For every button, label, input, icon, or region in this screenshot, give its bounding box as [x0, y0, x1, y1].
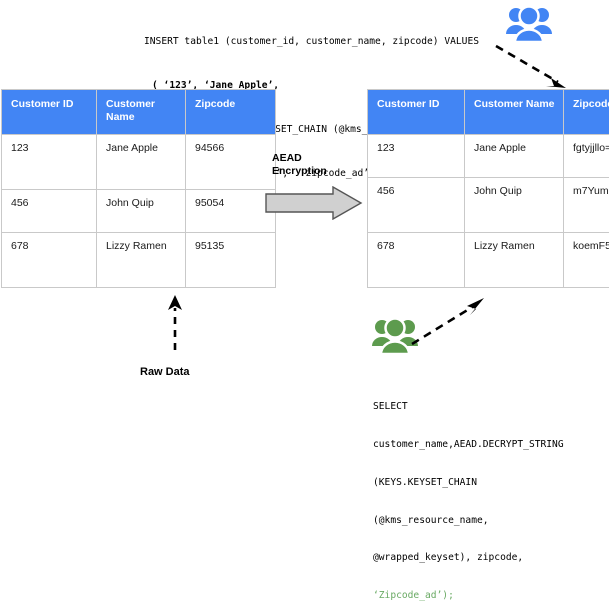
- table-row: 678 Lizzy Ramen koemF5ter=: [368, 233, 609, 288]
- select-sql-statement: SELECT customer_name,AEAD.DECRYPT_STRING…: [373, 376, 564, 615]
- select-sql-line-2: customer_name,AEAD.DECRYPT_STRING: [373, 439, 564, 452]
- table-row: 456 John Quip 95054: [2, 190, 276, 233]
- aead-encryption-label: AEAD Encryption: [272, 152, 327, 178]
- column-header-customer-id: Customer ID: [2, 90, 97, 135]
- dashed-arrow-select-to-table: [410, 294, 492, 346]
- cell-customer-id: 456: [2, 190, 97, 233]
- encrypted-data-table: Customer ID Customer Name Zipcode 123 Ja…: [367, 89, 609, 288]
- column-header-customer-name: Customer Name: [465, 90, 564, 135]
- cell-zipcode: 95135: [186, 233, 276, 288]
- select-sql-line-1: SELECT: [373, 401, 564, 414]
- table-row: 456 John Quip m7Yumuaw qry: [368, 178, 609, 233]
- select-sql-line-4: (@kms_resource_name,: [373, 515, 564, 528]
- cell-zipcode: koemF5ter=: [564, 233, 609, 288]
- cell-customer-name: Lizzy Ramen: [97, 233, 186, 288]
- raw-data-table: Customer ID Customer Name Zipcode 123 Ja…: [1, 89, 276, 288]
- raw-data-label: Raw Data: [140, 366, 190, 378]
- cell-customer-id: 678: [2, 233, 97, 288]
- cell-zipcode: fgtyjjllo=: [564, 135, 609, 178]
- column-header-zipcode: Zipcode: [564, 90, 609, 135]
- cell-zipcode: m7Yumuaw qry: [564, 178, 609, 233]
- cell-zipcode: 95054: [186, 190, 276, 233]
- table-header-row: Customer ID Customer Name Zipcode: [2, 90, 276, 135]
- table-row: 678 Lizzy Ramen 95135: [2, 233, 276, 288]
- cell-customer-name: Jane Apple: [97, 135, 186, 190]
- cell-customer-name: John Quip: [465, 178, 564, 233]
- people-group-blue-icon: [505, 4, 553, 44]
- select-sql-line-3: (KEYS.KEYSET_CHAIN: [373, 477, 564, 490]
- cell-customer-name: Lizzy Ramen: [465, 233, 564, 288]
- cell-customer-id: 678: [368, 233, 465, 288]
- table-row: 123 Jane Apple 94566: [2, 135, 276, 190]
- cell-customer-name: Jane Apple: [465, 135, 564, 178]
- cell-customer-id: 123: [2, 135, 97, 190]
- select-sql-line-6-highlighted: ‘Zipcode_ad’);: [373, 590, 564, 603]
- column-header-customer-name: Customer Name: [97, 90, 186, 135]
- cell-customer-id: 456: [368, 178, 465, 233]
- block-arrow-right-icon: [265, 186, 363, 220]
- select-sql-line-5: @wrapped_keyset), zipcode,: [373, 552, 564, 565]
- table-row: 123 Jane Apple fgtyjjllo=: [368, 135, 609, 178]
- table-header-row: Customer ID Customer Name Zipcode: [368, 90, 609, 135]
- dashed-arrow-insert-to-table: [494, 44, 576, 92]
- cell-zipcode: 94566: [186, 135, 276, 190]
- cell-customer-id: 123: [368, 135, 465, 178]
- column-header-zipcode: Zipcode: [186, 90, 276, 135]
- column-header-customer-id: Customer ID: [368, 90, 465, 135]
- cell-customer-name: John Quip: [97, 190, 186, 233]
- dashed-arrow-raw-data-up: [160, 294, 190, 352]
- insert-sql-line-1: INSERT table1 (customer_id, customer_nam…: [138, 35, 479, 50]
